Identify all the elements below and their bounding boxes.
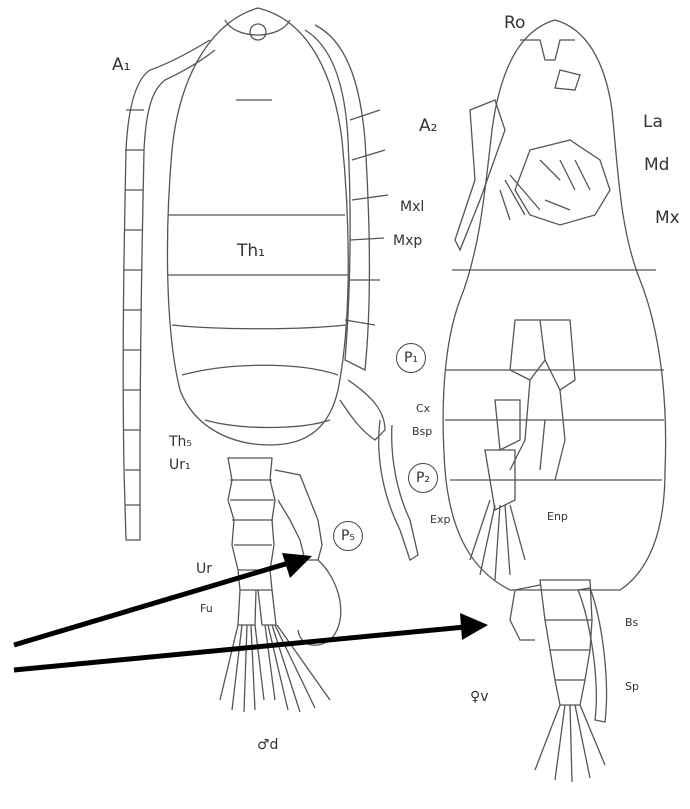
label-p1: P₁ <box>396 343 426 373</box>
label-bsp: Bsp <box>412 426 432 437</box>
p5-leg-female <box>510 585 540 640</box>
label-p5: P₅ <box>333 521 363 551</box>
ventral-body-outline <box>443 20 665 590</box>
label-bs: Bs <box>625 617 638 628</box>
label-male-dorsal: ♂d <box>257 738 278 752</box>
label-fu: Fu <box>200 603 213 614</box>
label-a1: A₁ <box>112 57 130 74</box>
spermatophore <box>578 588 607 722</box>
label-la: La <box>643 114 663 131</box>
label-mxp: Mxp <box>393 234 422 248</box>
label-mxl: Mxl <box>400 200 424 214</box>
swimming-leg <box>510 320 545 380</box>
label-ro: Ro <box>504 15 525 32</box>
label-enp: Enp <box>547 511 568 522</box>
arrow-to-female-p5 <box>14 627 465 670</box>
label-ur: Ur <box>196 562 212 576</box>
label-th5: Th₅ <box>169 435 192 449</box>
p5-leg <box>275 470 322 560</box>
label-female-ventral: ♀v <box>470 690 489 704</box>
label-exp: Exp <box>430 514 450 525</box>
ventral-urosome <box>540 580 592 705</box>
dorsal-head-region <box>225 20 290 35</box>
dorsal-body-outline <box>167 8 348 445</box>
arrow-to-p5 <box>14 562 292 645</box>
label-md: Md <box>644 157 669 174</box>
label-ur1: Ur₁ <box>169 458 191 472</box>
label-sp: Sp <box>625 681 639 692</box>
label-mx: Mx <box>655 210 680 227</box>
label-cx: Cx <box>416 403 430 414</box>
label-a2: A₂ <box>419 118 437 135</box>
mouthparts <box>515 140 610 225</box>
label-p2: P₂ <box>408 463 438 493</box>
label-th1: Th₁ <box>237 243 265 260</box>
